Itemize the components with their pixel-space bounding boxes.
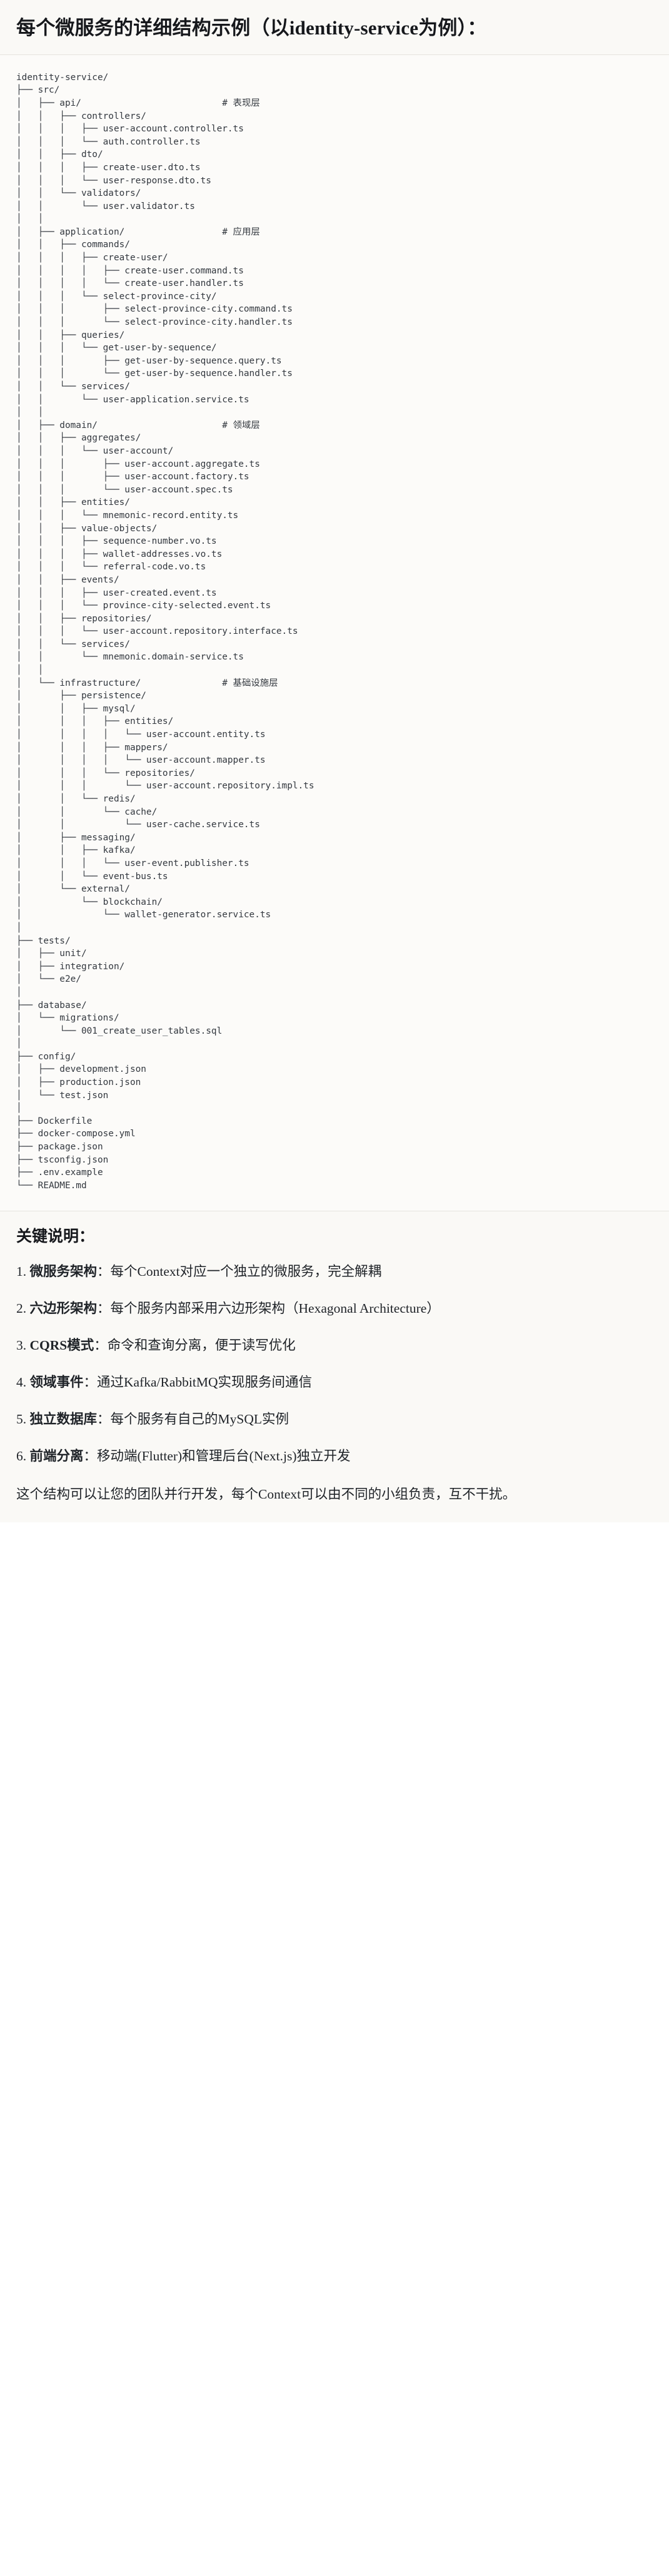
note-term: 前端分离 (29, 1448, 84, 1464)
list-item: 前端分离：移动端(Flutter)和管理后台(Next.js)独立开发 (16, 1447, 653, 1465)
directory-tree: identity-service/ ├── src/ │ ├── api/ # … (16, 72, 314, 1191)
note-description: 每个Context对应一个独立的微服务，完全解耦 (110, 1264, 382, 1280)
key-notes-title: 关键说明： (16, 1228, 95, 1246)
list-item: 领域事件：通过Kafka/RabbitMQ实现服务间通信 (16, 1373, 653, 1392)
note-description: 移动端(Flutter)和管理后台(Next.js)独立开发 (97, 1448, 351, 1464)
note-term: 独立数据库 (29, 1412, 98, 1427)
list-item: CQRS模式：命令和查询分离，便于读写优化 (16, 1336, 653, 1355)
directory-tree-block: identity-service/ ├── src/ │ ├── api/ # … (0, 54, 669, 1212)
note-separator: ： (83, 1375, 98, 1390)
note-separator: ： (97, 1301, 111, 1316)
list-item: 独立数据库：每个服务有自己的MySQL实例 (16, 1410, 653, 1428)
note-description: 每个服务有自己的MySQL实例 (110, 1412, 289, 1427)
note-description: 通过Kafka/RabbitMQ实现服务间通信 (97, 1375, 313, 1390)
list-item: 六边形架构：每个服务内部采用六边形架构（Hexagonal Architectu… (16, 1300, 653, 1318)
note-term: 六边形架构 (29, 1301, 98, 1316)
note-term: 领域事件 (29, 1375, 84, 1390)
title-section: 每个微服务的详细结构示例（以identity-service为例）： (0, 0, 669, 55)
note-description: 每个服务内部采用六边形架构（Hexagonal Architecture） (110, 1301, 440, 1316)
note-description: 命令和查询分离，便于读写优化 (107, 1338, 296, 1353)
document-page: 每个微服务的详细结构示例（以identity-service为例）： ident… (0, 0, 669, 1522)
note-term: CQRS模式 (29, 1338, 94, 1353)
page-title: 每个微服务的详细结构示例（以identity-service为例）： (16, 17, 487, 39)
note-separator: ： (97, 1264, 111, 1280)
note-separator: ： (97, 1412, 111, 1427)
list-item: 微服务架构：每个Context对应一个独立的微服务，完全解耦 (16, 1263, 653, 1281)
key-notes-list: 微服务架构：每个Context对应一个独立的微服务，完全解耦 六边形架构：每个服… (16, 1263, 653, 1465)
note-separator: ： (83, 1448, 98, 1464)
note-term: 微服务架构 (29, 1264, 98, 1280)
key-notes-section: 关键说明： 微服务架构：每个Context对应一个独立的微服务，完全解耦 六边形… (0, 1211, 669, 1522)
note-separator: ： (94, 1338, 108, 1353)
closing-paragraph: 这个结构可以让您的团队并行开发，每个Context可以由不同的小组负责，互不干扰… (16, 1486, 516, 1502)
